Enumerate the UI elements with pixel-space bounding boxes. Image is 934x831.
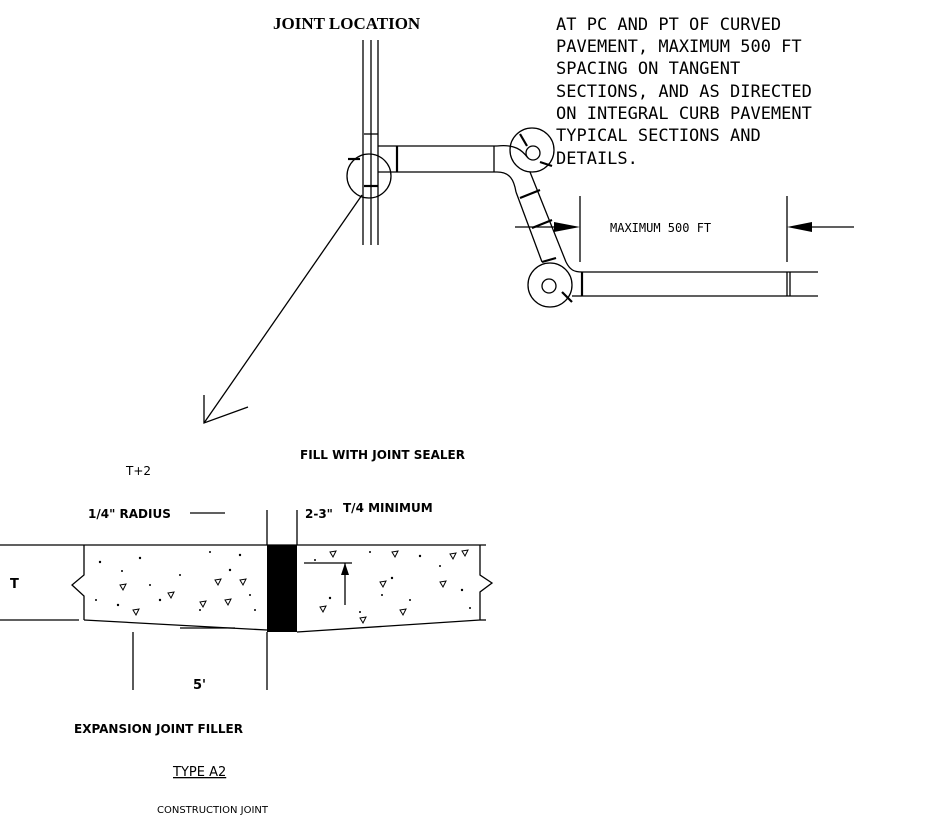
diagonal-edge: [529, 171, 567, 263]
detail-callout-circle: [346, 153, 392, 199]
label-t-plus-2: T+2: [125, 464, 151, 478]
pt-knuckle-hub: [541, 278, 557, 294]
detail-leader-arrowhead: [203, 395, 249, 424]
concrete-hatch: [95, 551, 471, 613]
dimension-label: MAXIMUM 500 FT: [610, 221, 711, 235]
slab-break-right: [479, 545, 494, 620]
label-five-ft: 5': [193, 678, 206, 693]
label-expansion-filler: EXPANSION JOINT FILLER: [74, 722, 243, 736]
plan-view: [203, 40, 854, 424]
pc-knuckle-circle: [509, 127, 555, 173]
concrete-triangles: [119, 549, 469, 625]
pc-knuckle-hub: [525, 145, 541, 161]
joint-line: [541, 256, 557, 264]
note-line: SPACING ON TANGENT: [556, 59, 740, 79]
curve-edge: [496, 144, 529, 159]
note-line: ON INTEGRAL CURB PAVEMENT: [556, 104, 812, 124]
slab-bottom-right: [296, 619, 481, 633]
section-view: [0, 510, 494, 690]
dimension-arrow-right: [787, 222, 812, 232]
label-construction: CONSTRUCTION JOINT: [157, 805, 269, 816]
label-t-quarter: T/4 MINIMUM: [343, 501, 433, 515]
expansion-joint-filler: [267, 545, 297, 632]
slab-bottom-left: [83, 619, 268, 631]
label-fill-sealer: FILL WITH JOINT SEALER: [300, 448, 465, 462]
dimension-arrow-left: [554, 222, 580, 232]
note-line: SECTIONS, AND AS DIRECTED: [556, 82, 812, 102]
t4-arrowhead: [341, 563, 349, 575]
pt-knuckle-circle: [527, 262, 573, 308]
note-line: PAVEMENT, MAXIMUM 500 FT: [556, 37, 802, 57]
slab-break-left: [71, 545, 85, 620]
label-radius: 1/4" RADIUS: [88, 507, 171, 521]
diagram-title: JOINT LOCATION: [273, 14, 421, 33]
note-line: AT PC AND PT OF CURVED: [556, 15, 781, 35]
joint-line: [539, 160, 553, 168]
label-thickness: T: [10, 577, 19, 592]
curve-edge: [565, 261, 583, 273]
note-line: TYPICAL SECTIONS AND: [556, 126, 761, 146]
joint-location-note: AT PC AND PT OF CURVED PAVEMENT, MAXIMUM…: [556, 15, 812, 169]
joint-line: [519, 133, 528, 147]
label-type: TYPE A2: [172, 765, 226, 780]
joint-line: [561, 291, 573, 303]
note-line: DETAILS.: [556, 149, 638, 169]
curve-edge: [496, 171, 517, 193]
joint-line: [519, 188, 541, 200]
label-gap: 2-3": [305, 507, 333, 521]
detail-leader-line: [203, 194, 363, 424]
